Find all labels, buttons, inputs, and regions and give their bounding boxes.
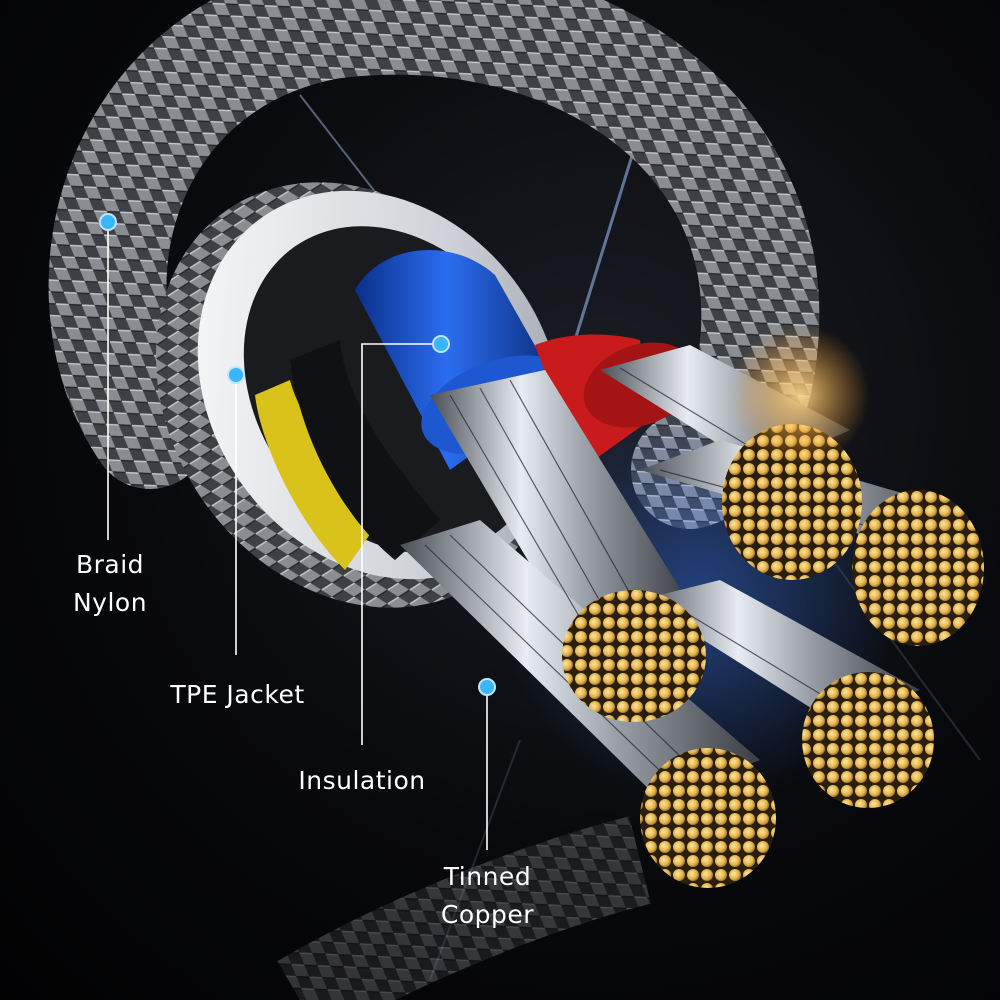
label-braid-line1: Braid: [75, 550, 145, 579]
callout-dot-icon: [478, 678, 496, 696]
label-tinned-copper: Tinned Copper: [420, 858, 555, 934]
light-flare: [730, 325, 870, 465]
callout-tpe: [227, 366, 245, 655]
callout-braid: [99, 213, 117, 540]
label-braid-nylon: Braid Nylon: [55, 546, 165, 622]
label-tpe-jacket: TPE Jacket: [170, 680, 305, 709]
braid-tail: [277, 816, 652, 1000]
copper-tips: [562, 424, 984, 888]
label-copper-line2: Copper: [440, 900, 535, 929]
callout-dot-icon: [432, 335, 450, 353]
label-braid-line2: Nylon: [72, 588, 148, 617]
callout-insulation: [361, 335, 450, 745]
black-insulation: [290, 340, 440, 560]
callout-dot-icon: [99, 213, 117, 231]
label-insulation: Insulation: [298, 766, 426, 795]
label-copper-line1: Tinned: [443, 862, 532, 891]
callout-copper: [478, 678, 496, 850]
callout-dot-icon: [227, 366, 245, 384]
yellow-insulation: [255, 380, 380, 570]
